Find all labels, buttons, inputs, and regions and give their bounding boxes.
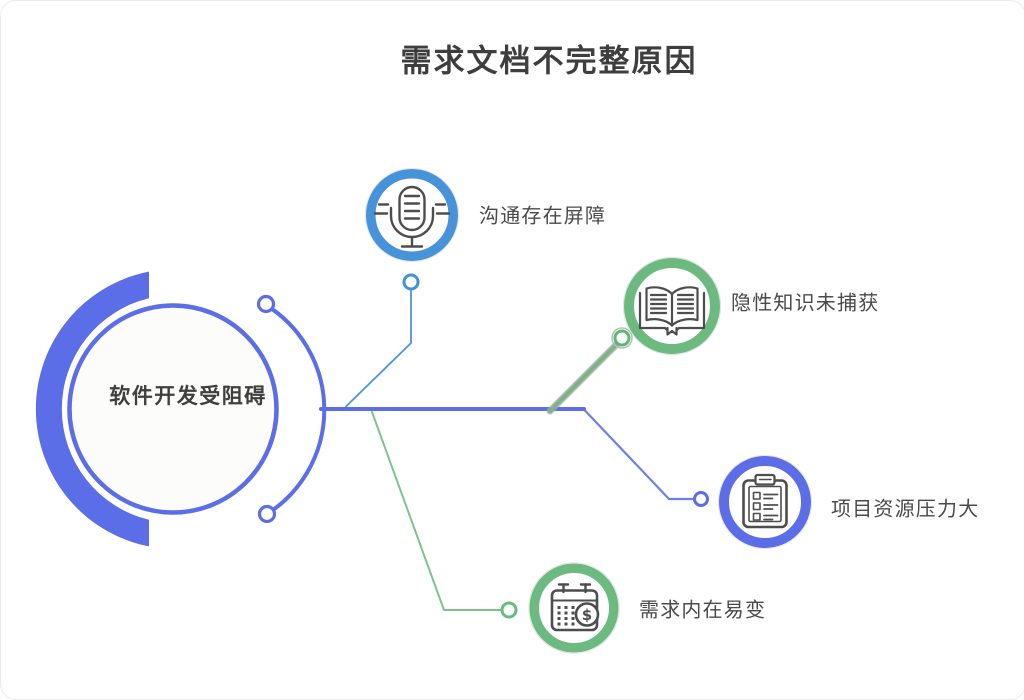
- center-node: [35, 271, 327, 547]
- resource-ring: [719, 456, 811, 548]
- volatile-ring-halo: [528, 562, 620, 654]
- resource-icon-badge: [717, 454, 813, 550]
- calendar-dots: [557, 606, 575, 626]
- dollar-glyph: $: [582, 606, 592, 624]
- communication-ring-halo: [364, 167, 460, 263]
- tacit-ring-halo: [622, 256, 722, 356]
- volatile-branch-line: [371, 411, 502, 611]
- volatile-node-dot: [500, 601, 518, 619]
- connector-lines: [319, 290, 696, 611]
- calendar-dollar-icon: $: [550, 583, 600, 632]
- connector-arc: [264, 303, 327, 516]
- open-book-icon: [638, 286, 706, 336]
- center-node-label: 软件开发受阻碍: [109, 384, 267, 408]
- branch-label-communication: 沟通存在屏障: [479, 203, 607, 228]
- volatile-icon-badge: $: [528, 562, 620, 654]
- resource-ring-halo: [717, 454, 813, 550]
- communication-icon-badge: [364, 167, 460, 263]
- communication-branch-line: [345, 290, 412, 408]
- tacit-node-dot: [613, 329, 631, 347]
- branch-label-requirement-volatility: 需求内在易变: [639, 597, 767, 622]
- tacit-icon-badge: [622, 256, 722, 356]
- tacit-branch-line: [547, 339, 622, 414]
- arc-top-node-dot: [256, 294, 276, 314]
- resource-branch-line: [582, 408, 696, 501]
- page-title: 需求文档不完整原因: [400, 43, 698, 80]
- arc-bottom-node-dot: [257, 504, 277, 524]
- resource-node-dot: [693, 491, 709, 507]
- branch-label-tacit-knowledge: 隐性知识未捕获: [731, 290, 880, 315]
- communication-node-dot: [402, 273, 420, 291]
- center-crescent: [35, 271, 150, 547]
- branch-label-resource-pressure: 项目资源压力大: [831, 496, 980, 521]
- microphone-icon: [373, 185, 451, 248]
- center-circle: [67, 303, 279, 515]
- tacit-node-halo: [611, 327, 633, 349]
- clipboard-checklist-icon: [742, 473, 788, 529]
